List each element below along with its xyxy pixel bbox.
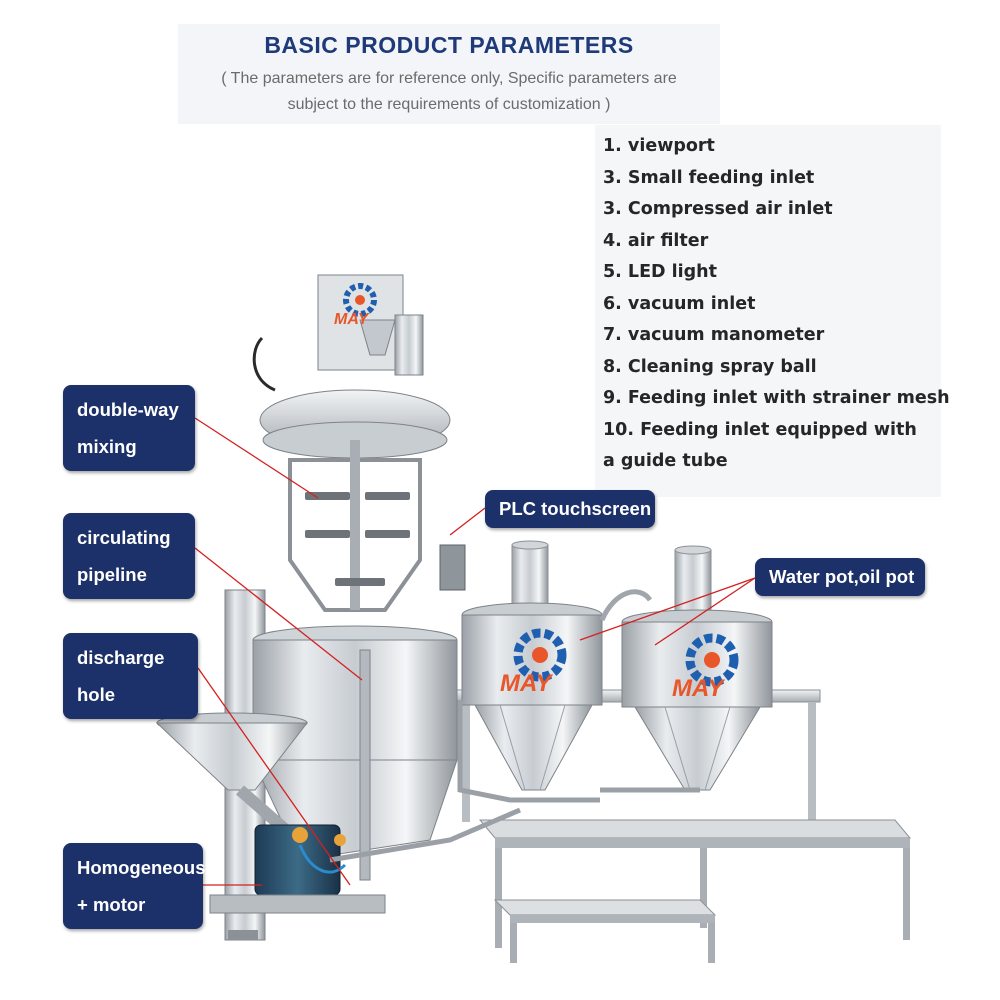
subtitle-line-1: ( The parameters are for reference only,… bbox=[221, 70, 677, 87]
parameter-item: 10. Feeding inlet equipped with bbox=[603, 419, 917, 440]
parameter-item: 6. vacuum inlet bbox=[603, 293, 756, 314]
label-double-way-mixing: double-way mixing bbox=[63, 385, 195, 471]
lid-assembly bbox=[252, 274, 466, 612]
label-line: pipeline bbox=[77, 564, 147, 585]
label-homogeneous-motor: Homogeneous + motor bbox=[63, 843, 206, 929]
leader-lines bbox=[194, 417, 756, 886]
water-pot-logo: MAY bbox=[500, 628, 567, 697]
label-line: mixing bbox=[77, 436, 137, 457]
parameter-item: 3. Compressed air inlet bbox=[603, 199, 833, 219]
parameter-list: 1. viewport 3. Small feeding inlet 3. Co… bbox=[595, 125, 950, 478]
logo-text: MAY bbox=[334, 311, 370, 328]
parameter-item: 4. air filter bbox=[603, 230, 709, 251]
logo-text: MAY bbox=[500, 670, 554, 697]
label-line: hole bbox=[77, 684, 116, 705]
label-circulating-pipeline: circulating pipeline bbox=[63, 513, 195, 599]
header-panel: BASIC PRODUCT PARAMETERS ( The parameter… bbox=[178, 24, 720, 124]
main-logo: MAY bbox=[334, 283, 377, 328]
parameter-item: 8. Cleaning spray ball bbox=[603, 356, 817, 377]
water-pot bbox=[461, 540, 603, 791]
pipelines bbox=[329, 700, 700, 863]
parameter-item: 7. vacuum manometer bbox=[603, 325, 825, 345]
label-line: circulating bbox=[77, 527, 171, 548]
oil-pot-logo: MAY bbox=[672, 633, 739, 702]
parameter-panel: 1. viewport 3. Small feeding inlet 3. Co… bbox=[595, 125, 950, 497]
label-water-oil-pot: Water pot,oil pot bbox=[755, 558, 925, 596]
label-line: + motor bbox=[77, 894, 146, 915]
page-title: BASIC PRODUCT PARAMETERS bbox=[264, 32, 634, 58]
label-discharge-hole: discharge hole bbox=[63, 633, 198, 719]
homogeneous-motor bbox=[209, 824, 386, 914]
parameter-item: 1. viewport bbox=[603, 136, 715, 156]
label-plc-touchscreen: PLC touchscreen bbox=[485, 490, 655, 528]
label-line: discharge bbox=[77, 647, 165, 668]
parameter-item: 9. Feeding inlet with strainer mesh bbox=[603, 388, 950, 408]
parameter-item: 5. LED light bbox=[603, 262, 717, 282]
page-subtitle: ( The parameters are for reference only,… bbox=[178, 66, 720, 118]
logo-text: MAY bbox=[672, 675, 726, 702]
parameter-item: 3. Small feeding inlet bbox=[603, 167, 815, 188]
label-line: double-way bbox=[77, 399, 179, 420]
parameter-item: a guide tube bbox=[603, 451, 728, 471]
label-line: Homogeneous bbox=[77, 857, 206, 878]
subtitle-line-2: subject to the requirements of customiza… bbox=[287, 96, 611, 113]
oil-pot bbox=[599, 545, 773, 791]
